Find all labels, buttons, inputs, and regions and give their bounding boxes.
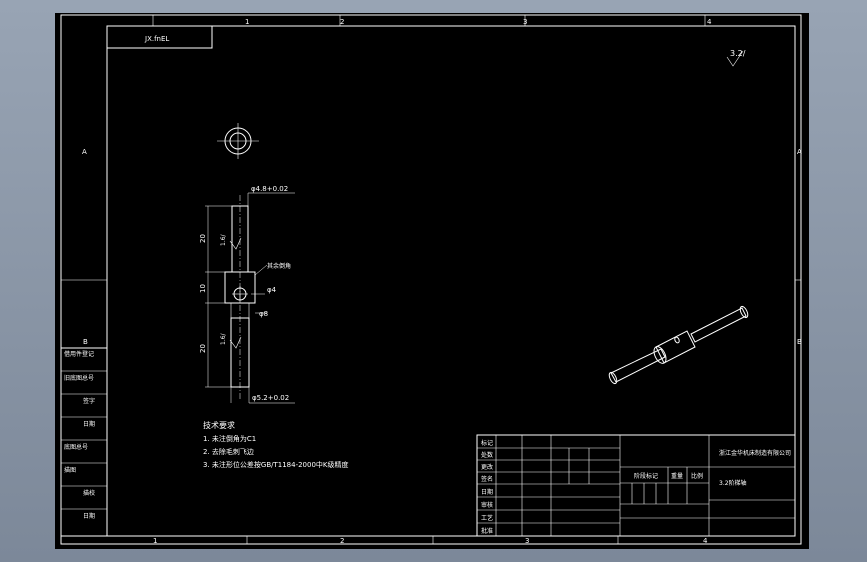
title-row-label-4: 签名 (481, 475, 493, 483)
left-stack-label-1: 借用件登记 (64, 350, 94, 358)
zone-number-bottom-2: 2 (340, 537, 344, 545)
zone-number-bottom-1: 1 (153, 537, 157, 545)
zone-letter-left-b: B (83, 338, 88, 346)
title-row-label-7: 工艺 (481, 514, 493, 522)
left-stack-label-5: 底图总号 (64, 443, 88, 451)
surface-finish-value: 3.2/ (730, 49, 746, 58)
surface-finish-symbol: 3.2/ (726, 49, 746, 67)
title-row-label-8: 批准 (481, 527, 493, 535)
drawing-number-box (106, 25, 213, 49)
left-stack-label-8: 日期 (83, 512, 95, 520)
zone-letter-left-a: A (82, 148, 87, 156)
zone-number-bottom-4: 4 (703, 537, 708, 545)
dimension-lines (205, 192, 295, 404)
left-stack-label-3: 签字 (83, 397, 95, 405)
left-stack-label-7: 描校 (83, 489, 95, 497)
title-mid-header-1: 阶段标记 (634, 472, 658, 480)
drawing-canvas[interactable]: 1 2 3 4 1 2 3 4 A B A B JX.fnEL 3.2/ (55, 13, 809, 549)
part-isometric-view (608, 305, 749, 385)
left-approval-stack (60, 347, 108, 537)
title-row-label-1: 标记 (481, 439, 493, 447)
dim-leader-note: 其余倒角 (267, 262, 291, 270)
left-stack-label-2: 旧底图总号 (64, 374, 94, 382)
zone-number-top-2: 2 (340, 18, 344, 26)
zone-letter-right-a: A (797, 148, 802, 156)
title-mid-header-2: 重量 (671, 472, 683, 480)
dim-top-diameter: φ4.8+0.02 (251, 185, 288, 193)
dim-top-length: 20 (199, 234, 207, 243)
tech-notes-title: 技术要求 (203, 420, 235, 430)
dim-bottom-diameter: φ5.2+0.02 (252, 394, 289, 402)
outer-frame (60, 14, 802, 545)
zone-number-top-4: 4 (707, 18, 712, 26)
drawing-number-text: JX.fnEL (144, 35, 169, 43)
tech-note-1: 1. 未注倒角为C1 (203, 434, 256, 443)
dim-hole-diameter: φ4 (267, 286, 277, 294)
zone-number-top-3: 3 (523, 18, 527, 26)
zone-ticks-top (152, 15, 706, 26)
zone-ticks-bottom (246, 536, 619, 544)
technical-notes: 技术要求 1. 未注倒角为C1 2. 去除毛刺飞边 3. 未注形位公差按GB/T… (203, 420, 349, 469)
title-row-label-6: 审核 (481, 501, 493, 509)
title-company: 浙江金华机床制造有限公司 (719, 449, 791, 457)
left-stack-label-6: 描图 (64, 466, 76, 474)
zone-number-bottom-3: 3 (525, 537, 529, 545)
tech-note-2: 2. 去除毛刺飞边 (203, 447, 254, 456)
zone-number-top-1: 1 (245, 18, 249, 26)
title-row-label-2: 处数 (481, 451, 493, 459)
tech-note-3: 3. 未注形位公差按GB/T1184-2000中K级精度 (203, 460, 349, 469)
end-view (217, 123, 259, 159)
dim-roughness-bottom: 1.6/ (220, 332, 227, 345)
part-front-view (224, 195, 256, 401)
drawing-sheet[interactable]: 1 2 3 4 1 2 3 4 A B A B JX.fnEL 3.2/ (55, 13, 809, 549)
title-row-label-3: 更改 (481, 463, 493, 471)
zone-letter-right-b: B (797, 338, 802, 346)
left-stack-label-4: 日期 (83, 420, 95, 428)
dim-middle-length: 10 (199, 284, 207, 293)
title-mid-header-3: 比例 (691, 472, 703, 480)
dim-roughness-top: 1.6/ (220, 233, 227, 246)
inner-frame (106, 25, 796, 537)
dim-body-diameter: φ8 (259, 310, 268, 318)
title-part-name: 3.2阶梯轴 (719, 479, 747, 487)
dim-bottom-length: 20 (199, 344, 207, 353)
title-block (476, 434, 796, 537)
title-row-label-5: 日期 (481, 488, 493, 496)
